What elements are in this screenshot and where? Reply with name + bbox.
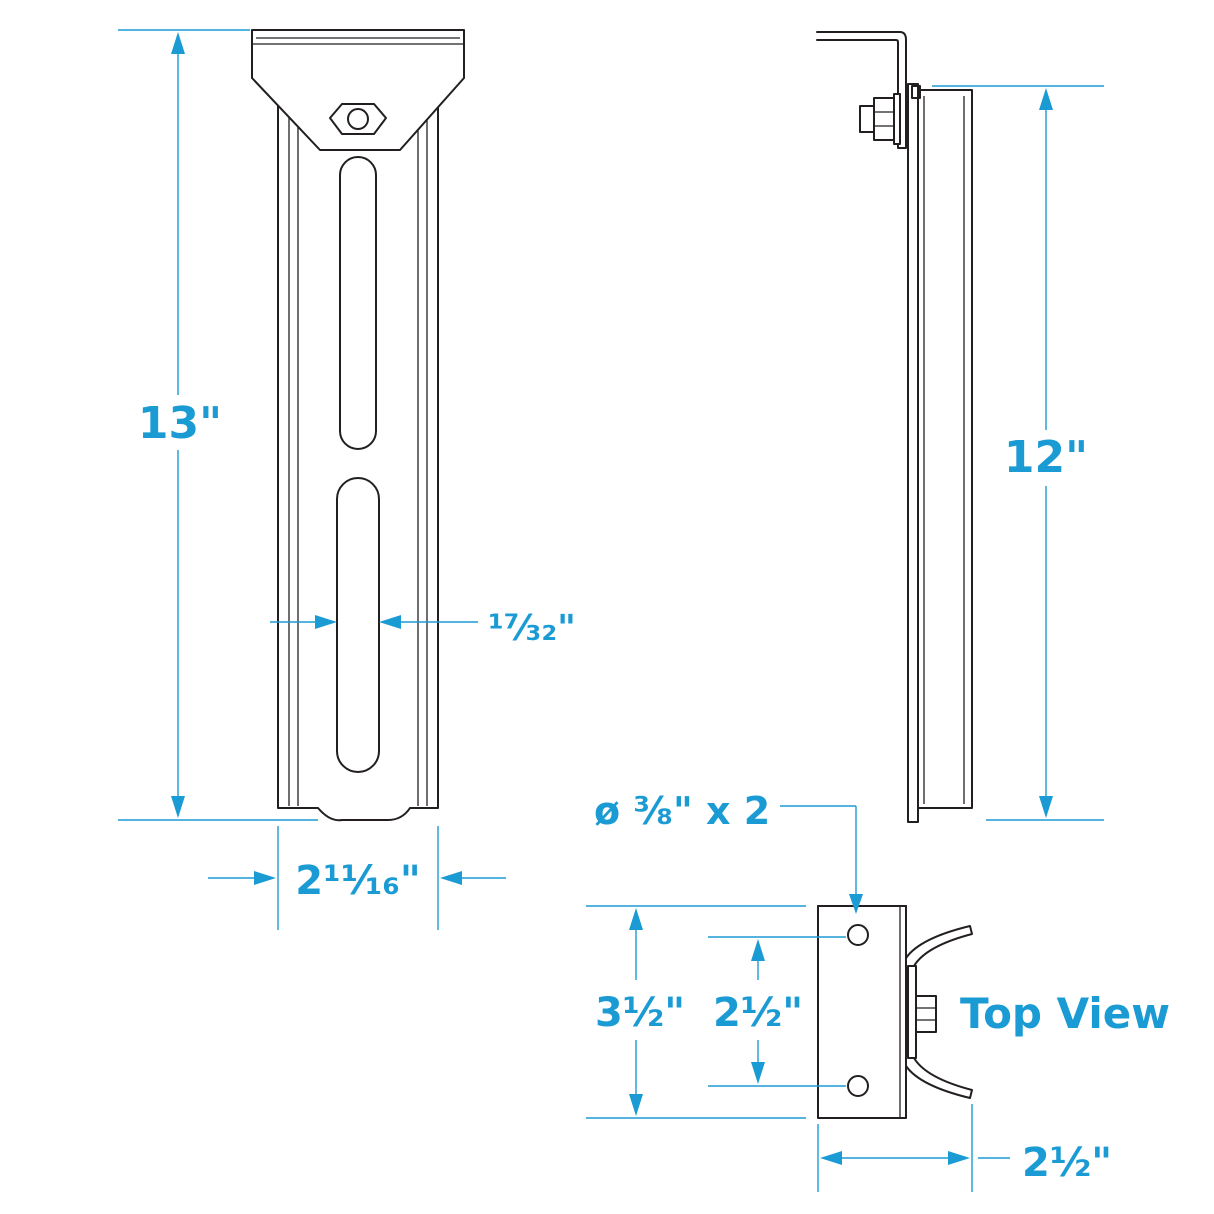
side-bolt-nut-icon	[873, 97, 895, 141]
dim-height-side	[932, 85, 1104, 821]
side-top-angle	[816, 31, 907, 149]
label-hole-spacing: 2½"	[713, 990, 803, 1036]
side-bolt-head-icon	[859, 105, 875, 133]
side-view	[816, 31, 973, 823]
front-upper-slot	[339, 156, 377, 450]
top-view-plate-full	[817, 905, 907, 1119]
dim-slot-width	[270, 615, 478, 629]
front-top-plate	[251, 29, 465, 151]
dim-plate-height	[586, 905, 806, 1119]
dim-hole-spacing	[708, 936, 846, 1087]
dim-width-front	[208, 826, 506, 930]
label-height-front: 13"	[138, 398, 222, 449]
front-hex-nut-icon	[329, 103, 387, 135]
front-channel-outline	[277, 97, 439, 822]
top-view-nut-icon	[915, 995, 937, 1033]
top-view	[817, 905, 973, 1119]
front-view	[251, 29, 465, 822]
label-plate-height: 3½"	[595, 990, 685, 1036]
top-view-bolt-icon	[907, 965, 917, 1059]
label-plate-width: 2½"	[1022, 1140, 1112, 1186]
dim-height-front	[118, 29, 318, 821]
side-top-cap	[911, 85, 921, 99]
label-width-front: 2¹¹⁄₁₆"	[295, 858, 420, 904]
label-slot-width: ¹⁷⁄₃₂"	[488, 608, 576, 649]
front-lower-slot	[336, 477, 380, 773]
side-back-plate	[907, 83, 919, 823]
side-bolt-washer	[893, 93, 901, 145]
dim-hole-spec	[780, 805, 863, 914]
side-channel-outer	[913, 89, 973, 809]
label-hole-spec: ø ³⁄₈" x 2	[594, 789, 770, 833]
label-height-side: 12"	[1004, 432, 1088, 483]
dim-plate-width	[817, 1104, 1010, 1192]
label-top-view: Top View	[960, 989, 1170, 1038]
